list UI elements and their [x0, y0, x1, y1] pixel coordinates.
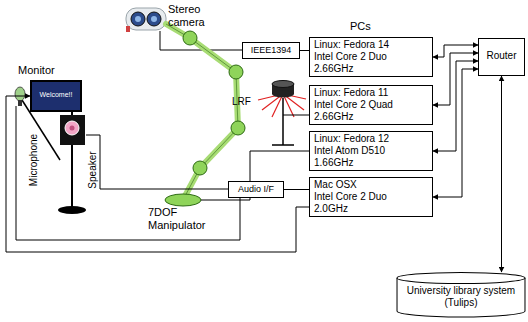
- node-text: Linux: Fedora 11: [314, 87, 428, 99]
- pc-box: Linux: Fedora 11Intel Core 2 Quad2.66GHz: [309, 85, 433, 125]
- connector: [433, 45, 478, 57]
- pc-box: Mac OSXIntel Core 2 Duo2.0GHz: [309, 177, 433, 217]
- interface-box: IEEE1394: [242, 42, 300, 59]
- connector: [433, 61, 478, 151]
- node-text: Router: [481, 50, 522, 62]
- node-text: 1.66GHz: [314, 157, 428, 169]
- speaker-wire: [86, 135, 228, 189]
- device-label: Speaker: [87, 151, 99, 188]
- node-text: 2.0GHz: [314, 203, 428, 215]
- device-label: LRF: [232, 96, 251, 108]
- stereo-camera: [126, 8, 166, 32]
- connector: [284, 189, 309, 190]
- interface-box: Audio I/F: [228, 181, 284, 198]
- node-text: Linux: Fedora 14: [314, 39, 428, 51]
- monitor-screen: Welcome!!: [30, 80, 82, 112]
- lrf-sensor: [258, 81, 306, 146]
- node-text: (Tulips): [398, 297, 524, 309]
- node-text: 2.66GHz: [314, 111, 428, 123]
- connector: [6, 96, 309, 252]
- device-label: Monitor: [18, 64, 55, 77]
- device-label: 7DOF Manipulator: [148, 206, 218, 232]
- router-box: Router: [478, 38, 525, 76]
- node-text: Audio I/F: [231, 184, 281, 195]
- node-text: Linux: Fedora 12: [314, 133, 428, 145]
- node-text: 2.66GHz: [314, 63, 428, 75]
- manipulator-wire: [201, 151, 309, 200]
- microphone-wire: [16, 106, 240, 240]
- node-text: IEEE1394: [245, 45, 297, 56]
- connector: [300, 50, 309, 51]
- connector: [501, 76, 502, 272]
- lrf-wire: [283, 115, 309, 116]
- node-text: University library system: [398, 285, 524, 297]
- device-label: Microphone: [28, 134, 40, 186]
- node-text: Intel Atom D510: [314, 145, 428, 157]
- connector: [433, 69, 478, 197]
- pc-box: Linux: Fedora 14Intel Core 2 Duo2.66GHz: [309, 37, 433, 77]
- pc-box: Linux: Fedora 12Intel Atom D5101.66GHz: [309, 131, 433, 171]
- group-label: PCs: [350, 20, 371, 33]
- node-text: Intel Core 2 Duo: [314, 191, 428, 203]
- monitor-stand: [58, 112, 86, 214]
- node-text: Mac OSX: [314, 179, 428, 191]
- database-cylinder: University library system(Tulips): [396, 272, 526, 318]
- node-text: Intel Core 2 Quad: [314, 99, 428, 111]
- node-text: Intel Core 2 Duo: [314, 51, 428, 63]
- manipulator: [165, 24, 245, 206]
- node-text: Welcome!!: [34, 91, 78, 99]
- device-label: Stereo camera: [168, 3, 212, 29]
